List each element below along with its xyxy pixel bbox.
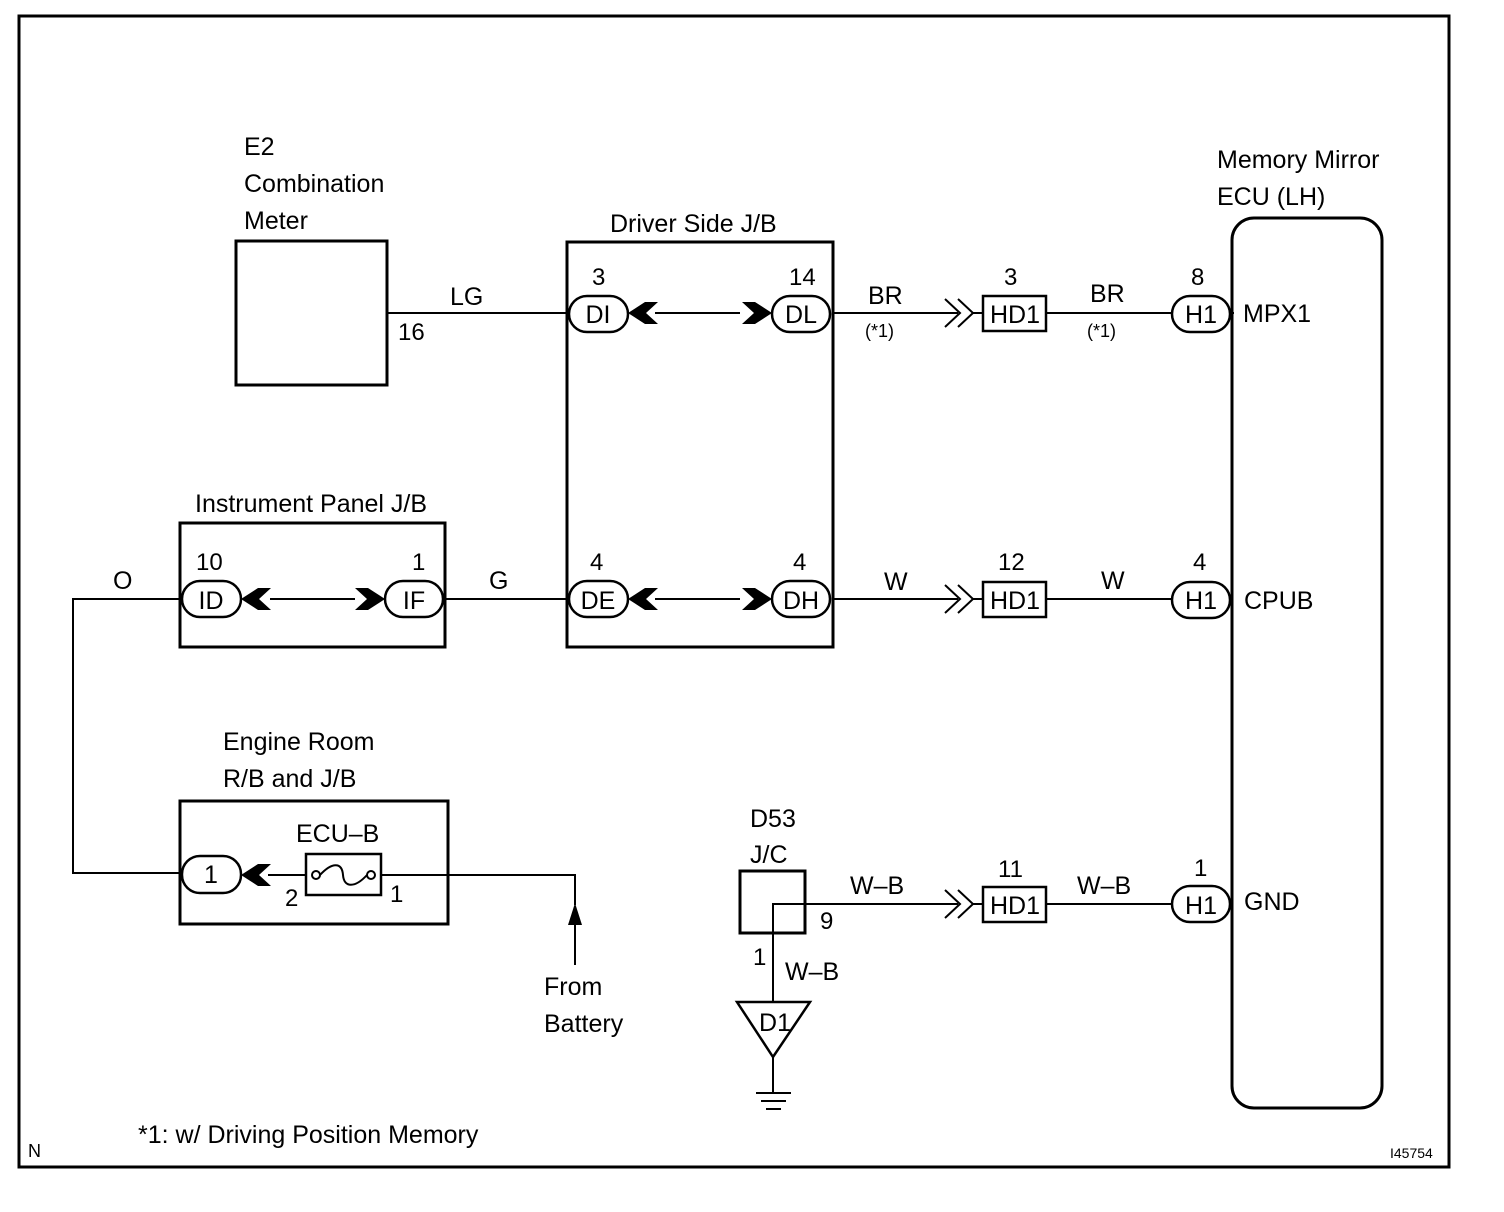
wire-color-br-2: BR xyxy=(1090,280,1125,308)
connector-dl: DL xyxy=(770,294,832,334)
pin-di-3: 3 xyxy=(592,264,605,291)
engine-room-label-1: Engine Room xyxy=(223,728,374,756)
svg-text:DH: DH xyxy=(783,587,819,615)
fuse-label: ECU–B xyxy=(296,820,379,848)
footnote-mark-1: (*1) xyxy=(865,321,894,341)
svg-text:H1: H1 xyxy=(1185,892,1217,920)
combination-meter-box xyxy=(234,239,389,387)
wire-color-wb-2: W–B xyxy=(1077,872,1131,900)
ecu-terminal-gnd: GND xyxy=(1244,888,1300,916)
chevron-if xyxy=(355,588,385,610)
chevron-de xyxy=(628,588,658,610)
ground-icon xyxy=(756,1092,791,1110)
hd1-connector-row2: HD1 xyxy=(944,580,1048,619)
connector-dh: DH xyxy=(770,579,832,619)
footnote-mark-2: (*1) xyxy=(1087,321,1116,341)
svg-text:1: 1 xyxy=(204,861,218,889)
svg-text:DE: DE xyxy=(581,587,616,615)
instrument-panel-jb-label: Instrument Panel J/B xyxy=(195,490,427,518)
chevron-er-1 xyxy=(241,864,271,886)
pin-fuse-1: 1 xyxy=(390,881,403,908)
memory-mirror-ecu-label-2: ECU (LH) xyxy=(1217,183,1325,211)
pin-jc-9: 9 xyxy=(820,908,833,935)
ecu-terminal-cpub: CPUB xyxy=(1244,587,1313,615)
battery-arrow-icon xyxy=(568,903,582,965)
connector-de: DE xyxy=(567,579,630,619)
combination-meter-label-2: Combination xyxy=(244,170,384,198)
wire-color-o: O xyxy=(113,567,132,595)
pin-h1-4: 4 xyxy=(1193,549,1206,576)
combination-meter-label-1: E2 xyxy=(244,133,275,161)
driver-side-jb-label: Driver Side J/B xyxy=(610,210,777,238)
chevron-id xyxy=(241,588,271,610)
pin-hd1-12: 12 xyxy=(998,549,1025,576)
svg-text:D1: D1 xyxy=(759,1009,791,1037)
svg-text:HD1: HD1 xyxy=(990,892,1040,920)
connector-er-1: 1 xyxy=(180,854,243,895)
svg-text:H1: H1 xyxy=(1185,587,1217,615)
svg-text:HD1: HD1 xyxy=(990,301,1040,329)
wire-color-w-2: W xyxy=(1101,567,1125,595)
corner-code: N xyxy=(28,1141,41,1161)
wire-o xyxy=(72,598,182,874)
pin-dh-4: 4 xyxy=(793,549,806,576)
engine-room-label-2: R/B and J/B xyxy=(223,765,356,793)
memory-mirror-ecu-label-1: Memory Mirror xyxy=(1217,146,1380,174)
combination-meter-label-3: Meter xyxy=(244,207,308,235)
ecu-terminal-mpx1: MPX1 xyxy=(1243,300,1311,328)
memory-mirror-ecu-box xyxy=(1230,216,1384,1110)
h1-connector-mpx1: H1 xyxy=(1170,294,1232,334)
pin-meter-16: 16 xyxy=(398,319,425,346)
h1-connector-gnd: H1 xyxy=(1170,884,1232,924)
figure-id: I45754 xyxy=(1390,1145,1433,1161)
h1-connector-cpub: H1 xyxy=(1170,580,1232,620)
svg-text:HD1: HD1 xyxy=(990,587,1040,615)
fuse-ecu-b xyxy=(304,852,383,897)
chevron-dh xyxy=(742,588,772,610)
footnote-text: *1: w/ Driving Position Memory xyxy=(138,1121,479,1149)
pin-hd1-11: 11 xyxy=(998,856,1023,883)
pin-dl-14: 14 xyxy=(789,264,816,291)
wire-color-wb-1: W–B xyxy=(850,872,904,900)
pin-if-1: 1 xyxy=(412,549,425,576)
wire-wb-jc-internal xyxy=(772,903,958,1002)
junction-connector-label-1: D53 xyxy=(750,805,796,833)
wire-color-g: G xyxy=(489,567,508,595)
ground-point-d1: D1 xyxy=(734,1000,813,1093)
connector-id: ID xyxy=(180,579,243,619)
battery-label-2: Battery xyxy=(544,1010,624,1038)
pin-h1-1: 1 xyxy=(1194,855,1207,882)
wire-color-wb-3: W–B xyxy=(785,958,839,986)
hd1-connector-row3: HD1 xyxy=(944,885,1048,924)
svg-text:DI: DI xyxy=(586,301,611,329)
wire-color-lg: LG xyxy=(450,283,483,311)
pin-de-4: 4 xyxy=(590,549,603,576)
wire-color-w-1: W xyxy=(884,568,908,596)
connector-di: DI xyxy=(567,294,630,334)
chevron-dl xyxy=(742,302,772,324)
wire-color-br-1: BR xyxy=(868,282,903,310)
pin-id-10: 10 xyxy=(196,549,223,576)
battery-label-1: From xyxy=(544,973,602,1001)
svg-text:ID: ID xyxy=(199,587,224,615)
svg-text:DL: DL xyxy=(785,301,817,329)
pin-jc-1: 1 xyxy=(753,944,766,971)
chevron-di xyxy=(628,302,658,324)
svg-text:IF: IF xyxy=(403,587,425,615)
svg-text:H1: H1 xyxy=(1185,301,1217,329)
pin-hd1-3: 3 xyxy=(1004,264,1017,291)
connector-if: IF xyxy=(383,579,445,619)
diagram-frame xyxy=(17,14,1451,1169)
pin-h1-8: 8 xyxy=(1191,264,1204,291)
hd1-connector-row1: HD1 xyxy=(944,294,1048,333)
junction-connector-label-2: J/C xyxy=(750,841,788,869)
pin-fuse-2: 2 xyxy=(285,885,298,912)
wire-fuse-to-battery xyxy=(381,874,576,905)
